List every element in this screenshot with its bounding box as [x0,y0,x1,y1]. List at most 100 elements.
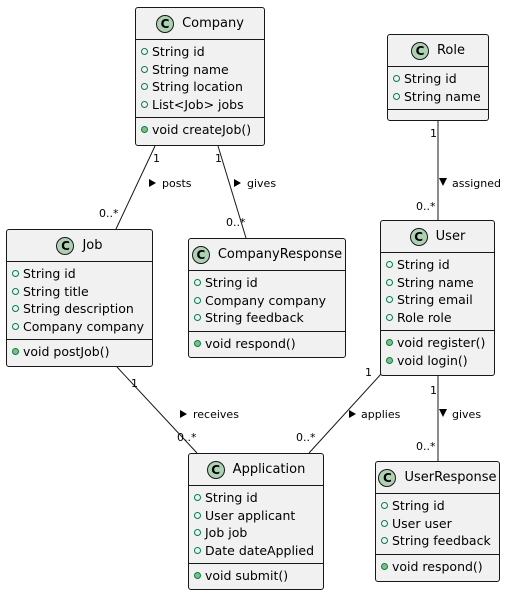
field-row: String name [136,61,264,79]
field-row: String id [7,265,152,283]
public-field-icon [12,305,19,313]
method-text: void respond() [392,558,483,574]
label-gives-user: gives [452,408,481,421]
public-field-icon [12,270,19,278]
method-row: void register() [381,334,494,352]
field-text: Date dateApplied [205,542,315,558]
method-text: void login() [397,352,468,368]
class-c-icon: C [191,245,210,264]
field-text: String id [205,490,258,506]
field-text: String description [23,301,134,317]
method-section: void respond() [189,332,345,357]
method-section [388,110,488,116]
field-row: User applicant [189,507,323,525]
public-field-icon [386,278,393,286]
field-row: String title [7,283,152,301]
field-text: String name [404,88,481,104]
method-row: void respond() [189,335,345,353]
field-row: String description [7,300,152,318]
label-posts: posts [162,177,192,190]
mult-company-job-to: 0..* [99,207,119,220]
public-method-icon [381,562,388,570]
public-field-icon [194,296,201,304]
field-row: String id [189,274,345,292]
class-c-icon: C [156,14,175,33]
field-text: String location [152,79,243,95]
class-header: C User [381,221,494,253]
mult-role-user-from: 1 [430,127,437,140]
field-text: String name [397,274,474,290]
direction-arrow-icon [234,179,241,187]
mult-user-application-from: 1 [365,366,372,379]
mult-role-user-to: 0..* [416,200,436,213]
class-c-icon: C [409,227,428,246]
class-name: User [435,229,466,244]
class-header: C Role [388,35,488,67]
field-text: String id [23,266,76,282]
field-text: Role role [397,309,452,325]
method-row: void respond() [376,558,499,576]
public-field-icon [194,529,201,537]
field-text: Company company [23,318,145,334]
public-field-icon [12,287,19,295]
mult-user-response-from: 1 [430,384,437,397]
public-method-icon [386,356,393,364]
public-field-icon [386,261,393,269]
public-method-icon [194,572,201,580]
public-method-icon [194,339,201,347]
field-row: Role role [381,309,494,327]
public-field-icon [393,92,400,100]
field-row: String id [376,497,499,515]
class-c-icon: C [378,468,397,487]
class-c-icon: C [410,41,429,60]
label-receives: receives [193,408,239,421]
method-text: void register() [397,335,486,351]
public-method-icon [386,339,393,347]
field-text: Job job [205,525,248,541]
field-text: String id [404,71,457,87]
direction-arrow-icon [180,410,187,418]
mult-company-response-to: 0..* [226,216,246,229]
public-field-icon [381,537,388,545]
field-text: String feedback [392,533,491,549]
public-field-icon [381,502,388,510]
field-row: String id [381,256,494,274]
method-text: void submit() [205,568,289,584]
class-name: Role [436,43,465,58]
public-field-icon [381,519,388,527]
class-name: Application [232,462,306,477]
mult-job-application-from: 1 [131,377,138,390]
public-field-icon [141,83,148,91]
class-name: CompanyResponse [217,247,343,262]
field-row: String feedback [376,532,499,550]
field-text: String title [23,283,89,299]
method-row: void createJob() [136,121,264,139]
public-field-icon [386,313,393,321]
method-section: void register()void login() [381,331,494,373]
field-text: Company company [205,292,327,308]
method-text: void postJob() [23,344,110,360]
field-row: List<Job> jobs [136,96,264,114]
public-field-icon [393,75,400,83]
field-text: List<Job> jobs [152,96,244,112]
public-field-icon [194,546,201,554]
method-row: void postJob() [7,343,152,361]
public-field-icon [194,279,201,287]
